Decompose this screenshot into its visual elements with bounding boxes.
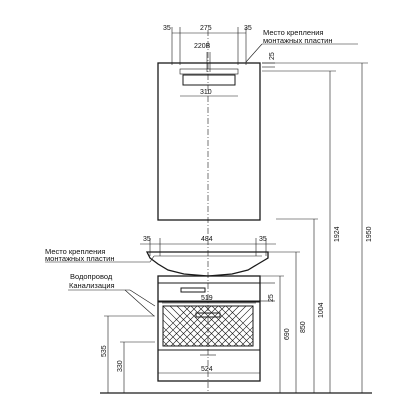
plumbing-leader: Водопровод Канализация (68, 272, 156, 317)
dim-1924: 1924 (334, 226, 341, 242)
plumbing-zone-hatch (162, 305, 254, 347)
drawer-519-dimension: 519 (162, 295, 256, 304)
vanity (157, 275, 261, 382)
mid-width-dimension: 35 484 35 (140, 236, 276, 256)
dim-drawer-25: 25 (268, 294, 275, 302)
mirror-310-dimension: 310 (180, 89, 238, 97)
height-535-dimension: 535 (101, 315, 155, 393)
mid-mount-label-line1: Место крепления (45, 247, 105, 256)
height-690-dimension: 690 (260, 275, 291, 393)
dim-base-524: 524 (201, 366, 213, 373)
height-1924-dimension: 1924 (262, 70, 341, 393)
height-330-dimension: 330 (117, 341, 155, 393)
power-wires (206, 52, 211, 72)
height-1004-dimension: 1004 (276, 218, 325, 393)
sink (145, 251, 269, 277)
dim-mid-right-35: 35 (259, 236, 267, 243)
mirror-cabinet (157, 62, 261, 221)
dim-top-275: 275 (200, 25, 212, 32)
dim-top-left-35: 35 (163, 25, 171, 32)
dim-1950: 1950 (366, 226, 373, 242)
height-1950-dimension: 1950 (262, 62, 373, 393)
dim-850: 850 (300, 321, 307, 333)
top-25-dimension: 25 (262, 52, 276, 68)
base-524-dimension: 524 (157, 366, 261, 381)
sewer-label: Канализация (69, 281, 115, 290)
top-mount-label-line1: Место крепления (263, 28, 323, 37)
top-mount-leader: Место крепления монтажных пластин (245, 28, 358, 63)
dim-top-right-35: 35 (244, 25, 252, 32)
dim-330: 330 (117, 360, 124, 372)
dim-mid-484: 484 (201, 236, 213, 243)
dim-mid-left-35: 35 (143, 236, 151, 243)
dim-drawer-519: 519 (201, 295, 213, 302)
water-supply-label: Водопровод (70, 272, 113, 281)
mid-mount-leader: Место крепления монтажных пластин (45, 247, 155, 263)
dim-1004: 1004 (318, 302, 325, 318)
height-850-dimension: 850 (268, 251, 307, 393)
dim-top-25: 25 (269, 52, 276, 60)
mid-mount-label-line2: монтажных пластин (45, 254, 115, 263)
top-mount-label-line2: монтажных пластин (263, 36, 333, 45)
top-width-dimension: 35 275 35 (163, 25, 252, 65)
dim-535: 535 (101, 345, 108, 357)
dim-690: 690 (284, 328, 291, 340)
dim-mirror-310: 310 (200, 89, 212, 96)
power-label: 220В (194, 43, 211, 50)
drawer-25-dimension: 25 (260, 282, 275, 302)
